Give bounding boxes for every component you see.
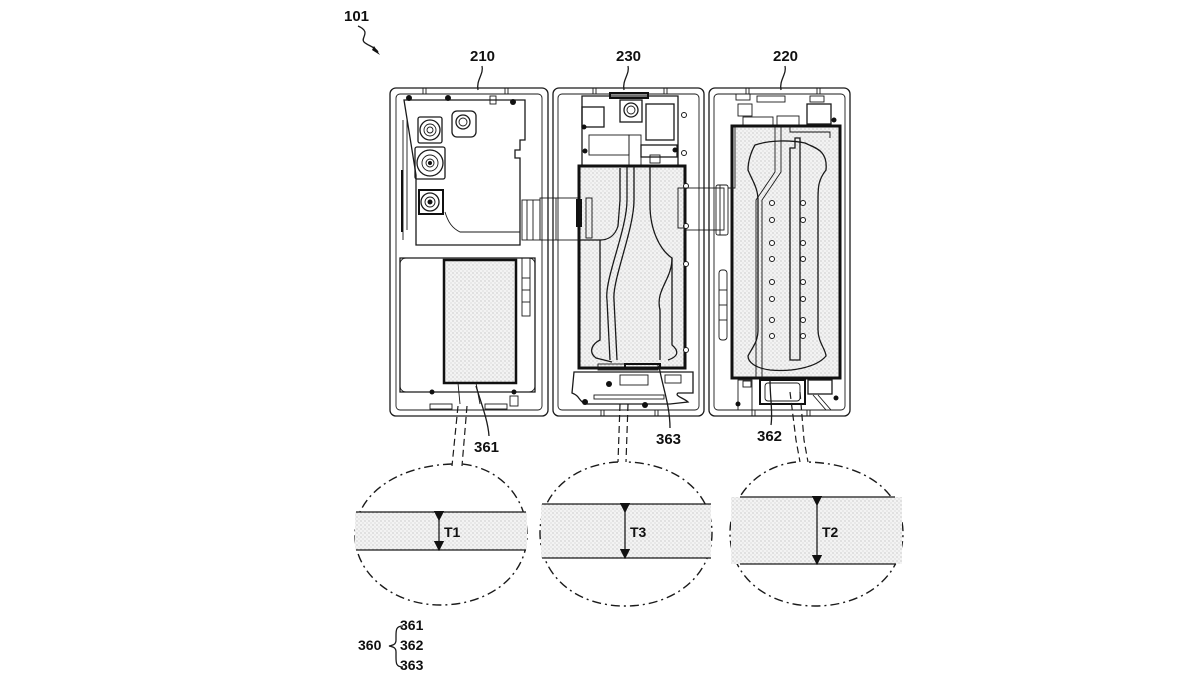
legend-member-362: 362 xyxy=(400,637,424,653)
panel-220: 220 xyxy=(708,48,851,417)
battery-361 xyxy=(442,258,518,385)
hinge-left xyxy=(539,197,582,241)
battery-362 xyxy=(730,124,842,380)
thickness-label-t2: T2 xyxy=(822,524,839,540)
battery-362-label: 362 xyxy=(757,428,782,445)
battery-361-label: 361 xyxy=(474,439,499,456)
panel-230-label: 230 xyxy=(616,48,641,65)
camera-module xyxy=(414,110,477,215)
callout-361: T1 xyxy=(354,405,528,606)
device-ref-label: 101 xyxy=(344,8,369,25)
battery-363-label: 363 xyxy=(656,431,681,448)
panel-210-label: 210 xyxy=(470,48,495,65)
device-ref-arrow-icon xyxy=(372,46,380,55)
panel-230: 230 xyxy=(552,48,705,417)
legend-member-363: 363 xyxy=(400,657,424,673)
thickness-label-t3: T3 xyxy=(630,524,647,540)
hinge-right xyxy=(683,184,729,236)
legend-member-361: 361 xyxy=(400,617,424,633)
callout-363: T3 xyxy=(539,403,713,607)
panel-220-label: 220 xyxy=(773,48,798,65)
battery-363 xyxy=(577,164,687,370)
legend-brace-icon xyxy=(388,625,404,668)
thickness-label-t1: T1 xyxy=(444,524,461,540)
cell-holes xyxy=(769,200,806,339)
legend-360: 360 361 362 363 xyxy=(358,617,424,673)
panel-210-leader xyxy=(477,65,483,91)
legend-group-label: 360 xyxy=(358,637,382,653)
panel-230-leader xyxy=(623,65,629,91)
panel-220-leader xyxy=(780,65,786,91)
callout-362: T2 xyxy=(729,391,904,607)
panel-210: 210 xyxy=(389,48,549,417)
